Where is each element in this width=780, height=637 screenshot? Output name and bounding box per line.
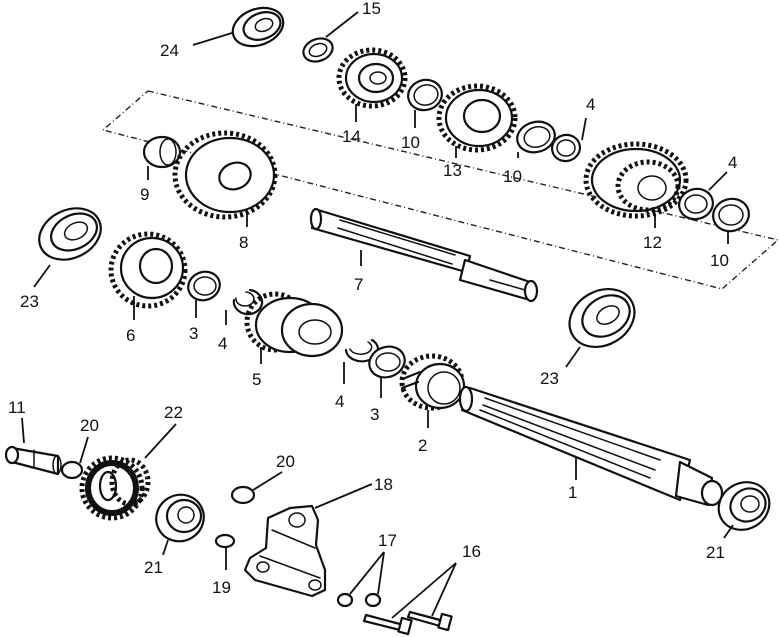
part-23-bearing [568, 287, 636, 349]
part-20-washer [60, 460, 84, 480]
leader-16a [391, 562, 457, 619]
leader-15 [325, 11, 359, 38]
part-11-shaft [4, 445, 62, 476]
part-20-washer [230, 485, 256, 505]
part-3-washer [187, 270, 221, 302]
label-part-4c: 4 [218, 334, 227, 353]
part-23-bearing [38, 207, 102, 261]
part-9-collar [142, 135, 182, 169]
part-7-axle [309, 207, 539, 303]
part-4-circlip [232, 288, 263, 315]
label-part-21a: 21 [706, 543, 725, 562]
leader-23a [33, 264, 51, 288]
label-part-10a: 10 [401, 133, 420, 152]
label-part-6: 6 [126, 326, 135, 345]
leader-22 [144, 423, 177, 459]
part-10-circlip [516, 120, 556, 154]
leader-21b [162, 539, 169, 556]
label-part-2: 2 [418, 436, 427, 455]
label-part-23a: 23 [20, 292, 39, 311]
label-part-11: 11 [8, 398, 26, 417]
leader-11 [21, 417, 25, 444]
part-10-circlip [407, 78, 443, 112]
part-13-gear [436, 83, 518, 153]
label-part-4b: 4 [728, 153, 737, 172]
leader-4b [708, 171, 728, 191]
part-21-bearing [717, 481, 771, 531]
label-part-12: 12 [643, 233, 662, 252]
label-part-8: 8 [239, 233, 248, 252]
part-17-washers [336, 592, 382, 608]
part-18-bracket [243, 504, 327, 598]
leader-20a [79, 436, 89, 464]
leader-21a [723, 524, 734, 539]
part-8-gear [172, 130, 278, 220]
label-part-13: 13 [443, 161, 462, 180]
part-21-bearing [155, 493, 205, 543]
part-19-clip [214, 533, 236, 549]
leader-4a [581, 117, 587, 141]
label-part-19: 19 [212, 578, 231, 597]
label-part-4a: 4 [586, 95, 595, 114]
label-part-15: 15 [362, 0, 381, 18]
label-part-14: 14 [342, 127, 361, 146]
part-15-washer [302, 37, 334, 63]
label-part-18: 18 [374, 475, 393, 494]
part-24-bearing [231, 6, 285, 48]
part-4-washer [678, 187, 714, 221]
assembly-frame-dashed [101, 90, 780, 290]
part-12-gear [583, 141, 689, 219]
part-6-gear [108, 231, 188, 309]
part-10-circlip [712, 197, 750, 233]
label-part-20a: 20 [80, 416, 99, 435]
label-part-4d: 4 [335, 392, 344, 411]
part-16-bolts [362, 610, 453, 636]
label-part-22: 22 [164, 403, 183, 422]
part-5-gear [244, 291, 344, 358]
leader-18 [314, 483, 373, 509]
label-part-24: 24 [160, 41, 179, 60]
part-2-gear [399, 353, 466, 411]
label-part-17: 17 [378, 531, 397, 550]
leader-17b [377, 551, 385, 595]
label-part-9: 9 [140, 185, 149, 204]
leader-20b [252, 471, 283, 491]
part-1-drive-axle [458, 385, 724, 507]
label-part-1: 1 [568, 483, 577, 502]
label-part-3b: 3 [370, 405, 379, 424]
part-3-washer [368, 345, 406, 379]
label-part-3a: 3 [189, 324, 198, 343]
label-part-7: 7 [354, 275, 363, 294]
label-part-10c: 10 [710, 251, 729, 270]
label-part-10b: 10 [503, 167, 522, 186]
leader-24 [192, 32, 233, 46]
leader-23b [565, 346, 581, 368]
label-part-16: 16 [462, 542, 481, 561]
label-part-23b: 23 [540, 369, 559, 388]
label-part-21b: 21 [144, 558, 163, 577]
leader-17a [349, 551, 385, 595]
part-4-washer [550, 133, 582, 163]
part-14-gear [336, 47, 408, 109]
label-part-20b: 20 [276, 452, 295, 471]
leader-16b [431, 562, 457, 617]
label-part-5: 5 [252, 370, 261, 389]
part-22-idler-gear [79, 455, 151, 521]
